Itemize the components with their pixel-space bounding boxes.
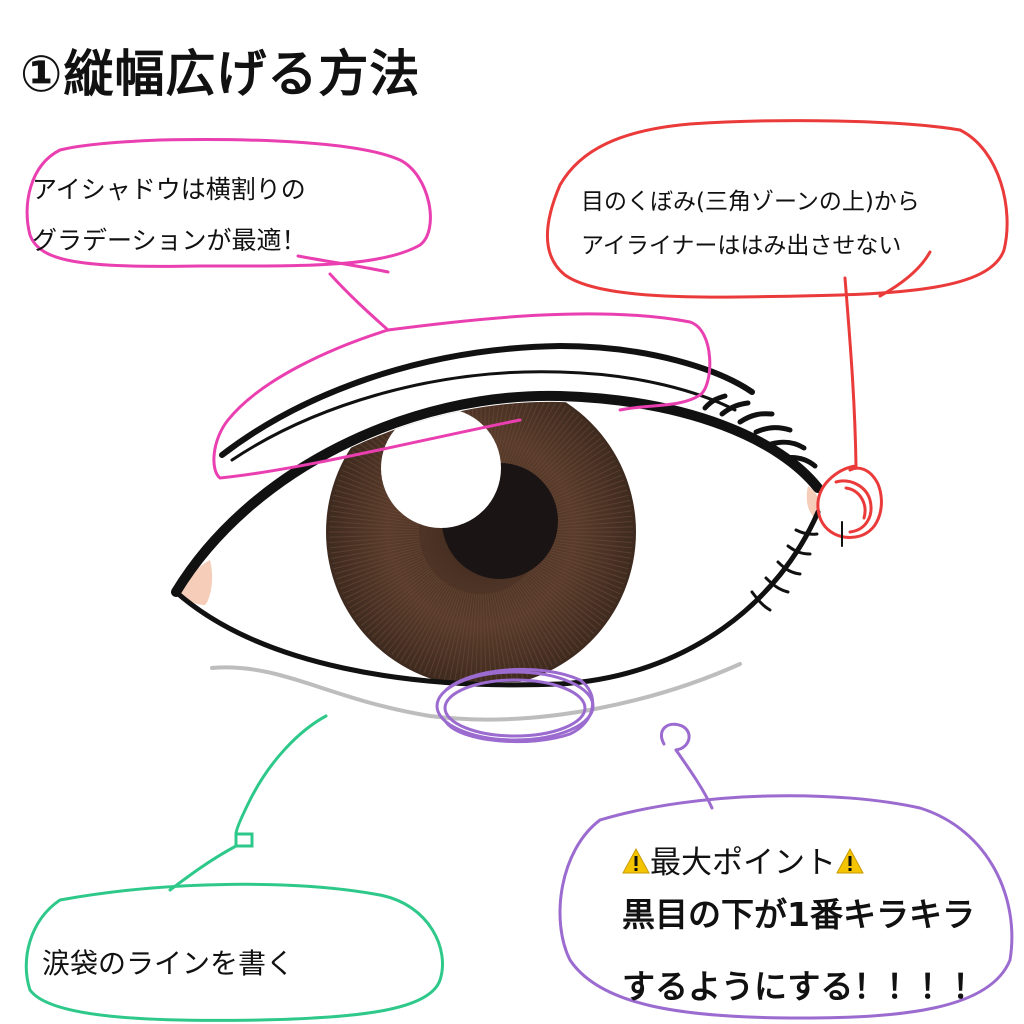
warning-icon (836, 847, 864, 875)
page-title: ①縦幅広げる方法 (20, 45, 421, 103)
pink-note-line-2: グラデーションが最適！ (32, 226, 307, 255)
highlight (381, 408, 501, 528)
tear-bag-line (210, 662, 742, 722)
upper-lash-line (171, 390, 823, 597)
red-annotation-outline (546, 119, 1009, 547)
lower-lash-line (173, 509, 821, 688)
purple-note-heading: 最大ポイント (622, 837, 864, 882)
purple-note-heading-text: 最大ポイント (650, 845, 836, 881)
pink-note-line-1: アイシャドウは横割りの (32, 175, 306, 204)
eyelid-crease-inner (230, 370, 737, 462)
red-note-line-1: 目のくぼみ(三角ゾーンの上)から (581, 189, 920, 215)
purple-note-line-2: するようにする！！！！ (622, 967, 986, 1006)
red-note-line-2: アイライナーははみ出させない (581, 233, 902, 259)
upper-lashes (702, 393, 818, 469)
purple-annotation-outline (435, 667, 1014, 1020)
eyelid-crease-outer (219, 342, 755, 458)
purple-note-line-1: 黒目の下が1番キラキラ (622, 895, 975, 934)
lower-lashes (750, 528, 819, 612)
green-note-line-1: 涙袋のラインを書く (42, 947, 295, 980)
warning-icon (622, 847, 650, 875)
green-annotation-outline (24, 714, 444, 1022)
inner-corner (180, 560, 213, 605)
pink-annotation-outline (25, 138, 712, 480)
